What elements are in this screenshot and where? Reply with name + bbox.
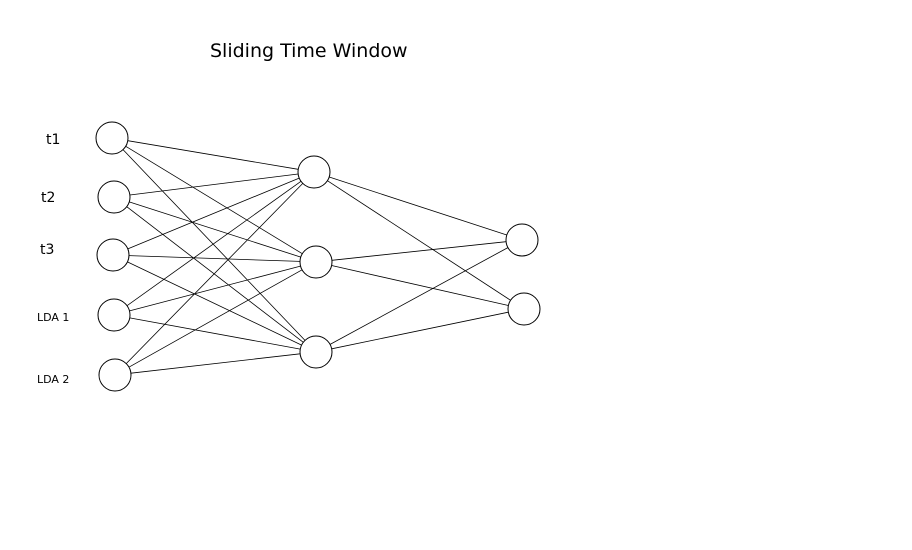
input-label-t3: t3 xyxy=(40,242,55,258)
edge-input-4-hidden-3 xyxy=(129,317,301,350)
edge-input-2-hidden-2 xyxy=(129,201,301,258)
hidden-node-2 xyxy=(299,245,333,279)
edge-hidden-2-output-1 xyxy=(331,241,507,261)
hidden-node-3 xyxy=(299,335,333,369)
edge-input-4-hidden-2 xyxy=(129,265,301,312)
hidden-node-1 xyxy=(297,155,331,189)
input-node-4 xyxy=(97,298,131,332)
edge-hidden-1-output-2 xyxy=(327,180,511,301)
output-node-2 xyxy=(507,292,541,326)
edge-input-5-hidden-2 xyxy=(128,269,303,368)
input-node-3 xyxy=(96,238,130,272)
input-label-lda-1: LDA 1 xyxy=(37,311,70,324)
edge-input-5-hidden-3 xyxy=(130,353,301,374)
input-label-lda-2: LDA 2 xyxy=(37,373,70,386)
edge-hidden-2-output-2 xyxy=(331,265,509,306)
edge-hidden-3-output-2 xyxy=(331,311,509,350)
output-node-1 xyxy=(505,223,539,257)
input-label-t1: t1 xyxy=(46,132,61,148)
edge-input-3-hidden-1 xyxy=(127,177,300,250)
diagram-title: Sliding Time Window xyxy=(210,40,408,62)
input-node-5 xyxy=(98,358,132,392)
edge-input-3-hidden-3 xyxy=(127,261,302,346)
connection-lines xyxy=(122,140,511,374)
edge-input-2-hidden-3 xyxy=(126,206,304,343)
input-label-t2: t2 xyxy=(41,190,56,206)
input-node-2 xyxy=(97,180,131,214)
edge-input-2-hidden-1 xyxy=(129,173,299,196)
edge-input-1-hidden-2 xyxy=(125,145,303,255)
edge-input-3-hidden-2 xyxy=(128,255,301,262)
edge-input-1-hidden-1 xyxy=(127,140,299,170)
edge-input-1-hidden-3 xyxy=(122,149,306,341)
edge-hidden-1-output-1 xyxy=(329,176,507,236)
edge-hidden-3-output-1 xyxy=(329,247,509,345)
edge-input-4-hidden-1 xyxy=(126,180,302,307)
network-nodes xyxy=(95,121,541,392)
edge-input-5-hidden-1 xyxy=(125,183,304,364)
input-node-1 xyxy=(95,121,129,155)
